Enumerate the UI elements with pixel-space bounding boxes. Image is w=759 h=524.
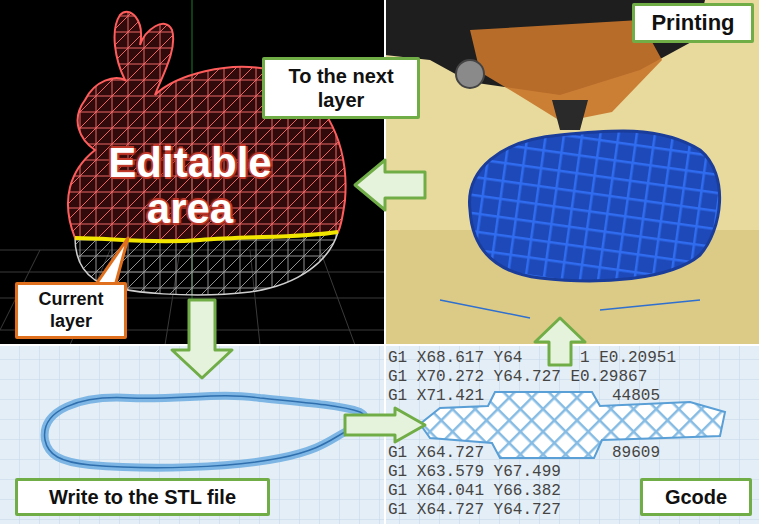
step-box: Gcode bbox=[640, 478, 752, 516]
box-label: Current layer bbox=[24, 289, 118, 332]
gcode-fragment: G1 X71.421 bbox=[388, 387, 484, 405]
gcode-background bbox=[385, 345, 759, 524]
step-box: To the next layer bbox=[262, 57, 420, 119]
flow-arrow bbox=[345, 408, 425, 442]
layer-ring-edge bbox=[45, 396, 365, 468]
gcode-fragment: G1 X64.041 Y66.382 bbox=[388, 482, 561, 500]
gcode-fragment: G1 X70.272 Y64.727 E0.29867 bbox=[388, 368, 647, 386]
gcode-fragment-holder: 89609 bbox=[612, 444, 660, 462]
bunny-wireframe bbox=[68, 12, 346, 242]
gcode-fragment: 1 E0.20951 bbox=[580, 349, 676, 367]
callout-box: Current layer bbox=[15, 282, 127, 339]
print-bed bbox=[385, 0, 759, 345]
panel-divider bbox=[0, 344, 759, 346]
printed-layers bbox=[470, 131, 720, 281]
gcode-fragment: G1 X64.727 bbox=[388, 444, 484, 462]
flow-arrow bbox=[355, 160, 425, 210]
cad-background bbox=[0, 0, 385, 345]
gcode-fragment: 44805 bbox=[612, 387, 660, 405]
gcode-fragment-holder: G1 X68.617 Y64 bbox=[388, 349, 522, 367]
step-box: Printing bbox=[632, 3, 754, 43]
gcode-fragment-holder: G1 X71.421 bbox=[388, 387, 484, 405]
box-label: Gcode bbox=[649, 485, 743, 509]
stl-view-background bbox=[0, 345, 385, 524]
step-box: Write to the STL file bbox=[15, 478, 270, 516]
box-label: Write to the STL file bbox=[24, 485, 261, 509]
overlay-title: Editable area bbox=[80, 140, 300, 232]
stray-filament bbox=[440, 300, 700, 318]
gcode-fragment-holder: G1 X70.272 Y64.727 E0.29867 bbox=[388, 368, 647, 386]
gcode-fragment-holder: 1 E0.20951 bbox=[580, 349, 676, 367]
gcode-fragment-holder: G1 X63.579 Y67.499 bbox=[388, 463, 561, 481]
flow-arrow bbox=[172, 300, 232, 378]
gcode-fragment: G1 X64.727 Y64.727 bbox=[388, 501, 561, 519]
gcode-fragment: G1 X68.617 Y64 bbox=[388, 349, 522, 367]
overlay-title-holder: Editable area bbox=[80, 140, 300, 232]
bunny-fill bbox=[68, 12, 346, 242]
gcode-fragment-holder: 44805 bbox=[612, 387, 660, 405]
current-layer-line bbox=[75, 232, 338, 241]
flow-arrow bbox=[535, 318, 585, 365]
gcode-fragment: 89609 bbox=[612, 444, 660, 462]
gcode-fragment-holder: G1 X64.041 Y66.382 bbox=[388, 482, 561, 500]
box-label: To the next layer bbox=[271, 64, 411, 112]
gcode-fragment: G1 X63.579 Y67.499 bbox=[388, 463, 561, 481]
layer-ring bbox=[45, 396, 365, 468]
screw bbox=[456, 60, 484, 88]
gcode-fragment-holder: G1 X64.727 bbox=[388, 444, 484, 462]
gcode-fragment-holder: G1 X64.727 Y64.727 bbox=[388, 501, 561, 519]
nozzle bbox=[552, 100, 588, 130]
box-label: Printing bbox=[641, 10, 745, 36]
